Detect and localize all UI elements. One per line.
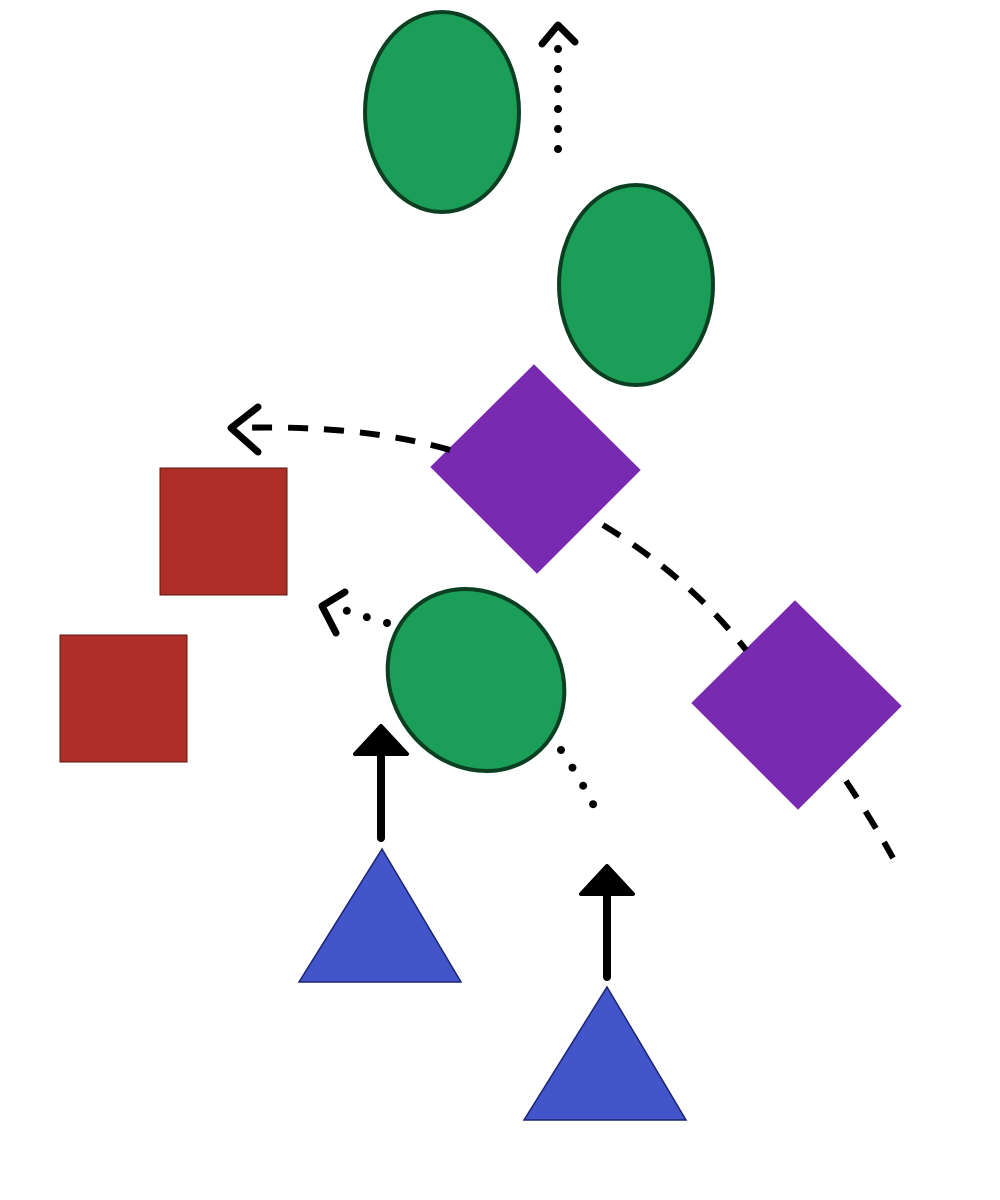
triangle-right bbox=[522, 985, 688, 1121]
line-dashed-diagonal-lower bbox=[843, 779, 896, 860]
arrow-dashed-left-line bbox=[234, 424, 451, 453]
line-dashed-diagonal bbox=[601, 522, 896, 860]
arrow-solid-up-left-head bbox=[353, 724, 409, 756]
arrow-dotted-up bbox=[538, 21, 579, 153]
arrow-solid-up-right-head bbox=[579, 864, 635, 896]
square-upper bbox=[159, 467, 288, 596]
arrow-dotted-left-head bbox=[318, 588, 349, 637]
line-dotted-diagonal bbox=[557, 746, 599, 812]
line-dotted-diagonal-line bbox=[557, 746, 599, 812]
arrow-dashed-left bbox=[227, 403, 451, 456]
diamond-right bbox=[691, 600, 902, 810]
arrow-solid-up-right bbox=[579, 864, 635, 981]
arrow-dotted-up-head bbox=[538, 21, 579, 48]
ellipse-middle-tilted bbox=[385, 587, 567, 773]
arrow-dotted-left bbox=[318, 588, 391, 637]
arrow-dashed-left-head bbox=[227, 403, 262, 456]
diamond-center bbox=[430, 364, 641, 574]
ellipse-top bbox=[363, 10, 521, 214]
arrow-solid-up-left bbox=[353, 724, 409, 842]
line-dashed-diagonal-upper bbox=[601, 522, 749, 652]
triangle-left bbox=[297, 847, 463, 983]
square-lower bbox=[59, 634, 188, 763]
arrow-dotted-left-line bbox=[326, 601, 391, 627]
ellipse-right bbox=[557, 183, 715, 387]
